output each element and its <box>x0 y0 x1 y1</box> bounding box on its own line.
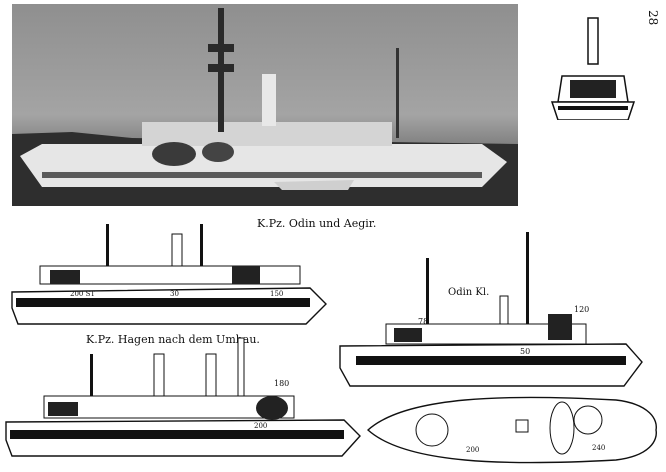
svg-text:120: 120 <box>574 305 589 314</box>
ship-photo-drawing <box>12 8 518 206</box>
svg-text:180: 180 <box>274 379 289 388</box>
svg-text:240: 240 <box>592 444 605 452</box>
svg-text:150: 150 <box>270 290 283 298</box>
svg-text:30: 30 <box>170 290 179 298</box>
caption-odin-aegir: K.Pz. Odin und Aegir. <box>257 217 377 230</box>
caption-odin-class: Odin Kl. <box>448 287 490 298</box>
odin-class-side-profile: 120 78 50 <box>339 232 643 387</box>
svg-text:78: 78 <box>418 317 428 326</box>
ship-photograph <box>12 4 518 206</box>
svg-text:200: 200 <box>466 446 479 454</box>
svg-text:200: 200 <box>254 422 267 430</box>
hagen-after-rebuild-profile: 180 200 <box>5 337 361 457</box>
svg-text:50: 50 <box>520 347 530 356</box>
page-number: 28 <box>646 10 660 26</box>
odin-class-deck-plan: 200 240 <box>366 396 657 464</box>
bow-view-drawing <box>550 17 636 120</box>
caption-hagen: K.Pz. Hagen nach dem Umbau. <box>86 333 260 346</box>
svg-text:200 ST: 200 ST <box>70 290 95 298</box>
hagen-side-profile: 200 ST 30 150 <box>11 224 327 325</box>
